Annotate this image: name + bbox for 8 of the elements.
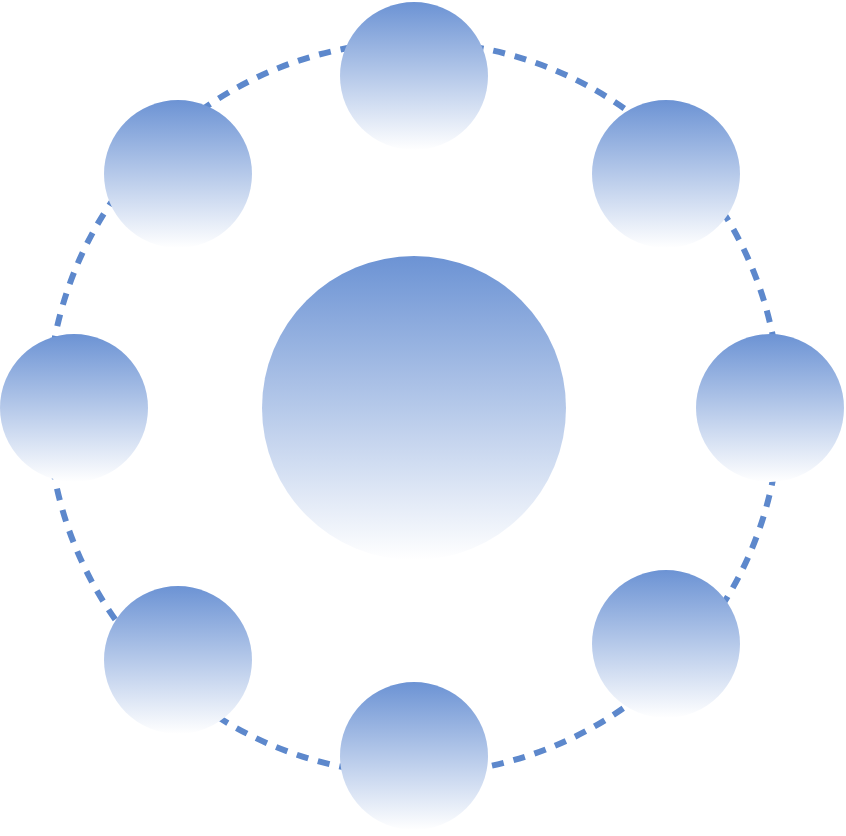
gradient-circle <box>0 334 148 482</box>
gradient-circle <box>340 682 488 830</box>
gradient-circle <box>696 334 844 482</box>
gradient-circle <box>104 586 252 734</box>
gradient-circle <box>104 100 252 248</box>
gradient-circle <box>592 570 740 718</box>
gradient-circle <box>340 2 488 150</box>
gradient-circle <box>592 100 740 248</box>
